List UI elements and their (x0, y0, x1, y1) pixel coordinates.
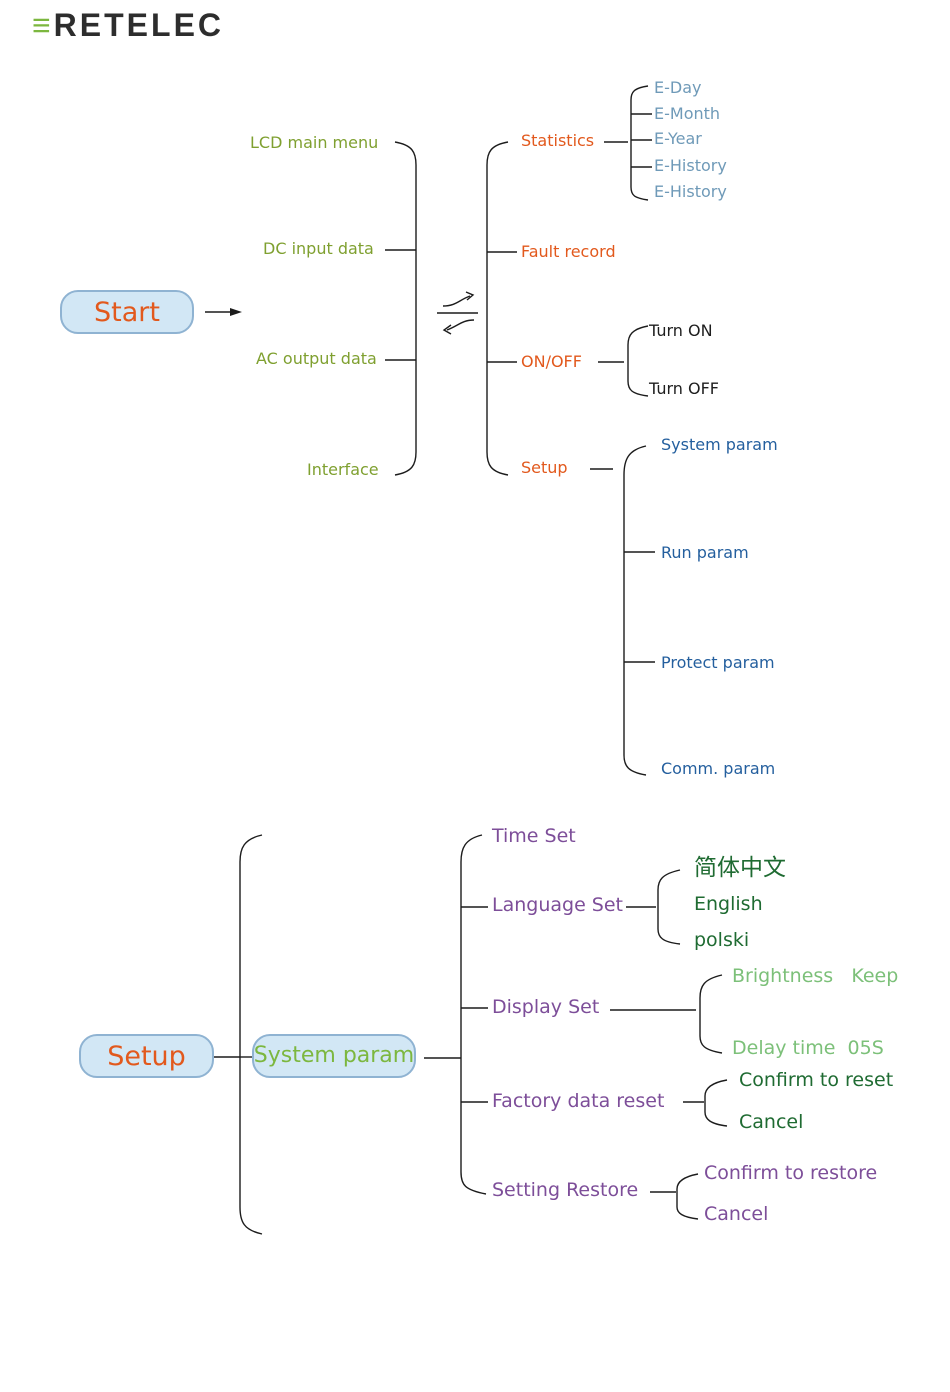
system-param-node: System param (252, 1034, 416, 1078)
reset-confirm: Confirm to reset (739, 1069, 894, 1091)
stat-e-month: E-Month (654, 104, 721, 123)
item-time-set: Time Set (492, 825, 576, 847)
restore-confirm: Confirm to restore (704, 1162, 878, 1184)
restore-cancel: Cancel (704, 1203, 769, 1225)
display-brightness: Brightness Keep (732, 965, 899, 987)
reset-cancel: Cancel (739, 1111, 804, 1133)
item-language-set: Language Set (492, 894, 624, 916)
stat-e-history-2: E-History (654, 182, 727, 201)
logo-accent: ≡ (32, 6, 54, 43)
submenu-fault-record: Fault record (521, 242, 616, 261)
setup-protect-param: Protect param (661, 653, 775, 672)
on-off-turn-off: Turn OFF (649, 379, 720, 398)
submenu-statistics: Statistics (521, 131, 595, 150)
start-node: Start (60, 290, 194, 334)
language-chinese: 简体中文 (694, 855, 786, 881)
stat-e-year: E-Year (654, 129, 702, 148)
item-display-set: Display Set (492, 996, 600, 1018)
retelec-logo: ≡ RETELEC (32, 7, 224, 43)
language-english: English (694, 893, 763, 915)
setup-node: Setup (79, 1034, 214, 1078)
item-setting-restore: Setting Restore (492, 1179, 639, 1201)
language-polski: polski (694, 929, 750, 951)
stat-e-day: E-Day (654, 78, 702, 97)
main-menu-lcd: LCD main menu (250, 133, 379, 152)
submenu-on-off: ON/OFF (521, 352, 582, 371)
setup-run-param: Run param (661, 543, 749, 562)
main-menu-interface: Interface (307, 460, 379, 479)
logo-text: RETELEC (53, 6, 225, 43)
main-menu-dc-input: DC input data (263, 239, 374, 258)
item-factory-reset: Factory data reset (492, 1090, 665, 1112)
setup-comm-param: Comm. param (661, 759, 776, 778)
submenu-setup: Setup (521, 458, 568, 477)
main-menu-ac-output: AC output data (256, 349, 377, 368)
setup-system-param: System param (661, 435, 778, 454)
stat-e-history: E-History (654, 156, 727, 175)
display-delay-time: Delay time 05S (732, 1037, 884, 1059)
on-off-turn-on: Turn ON (649, 321, 713, 340)
